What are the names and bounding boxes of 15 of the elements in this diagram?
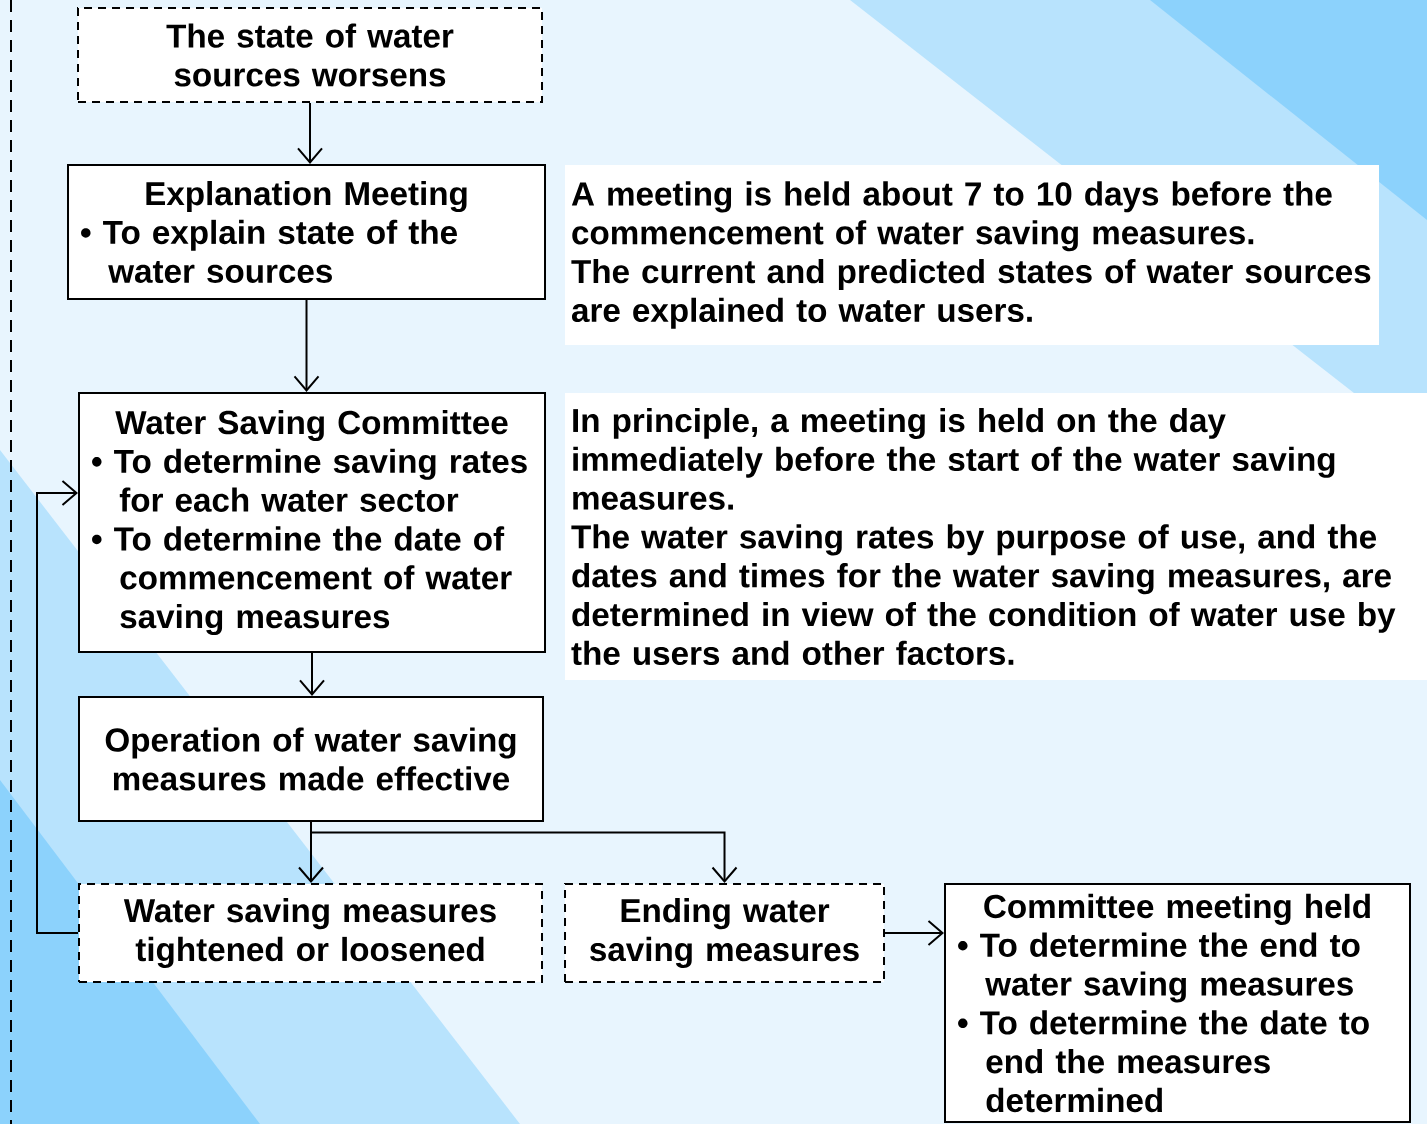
note-box: A meeting is held about 7 to 10 days before the commencement of water saving measures. The current and predicted states of water sources are explained to water users. bbox=[565, 165, 1379, 345]
arrow bbox=[293, 299, 320, 392]
arrow bbox=[310, 821, 738, 883]
process-box: Operation of water saving measures made effective bbox=[78, 696, 544, 822]
process-box: Explanation Meeting • To explain state of the water sources bbox=[67, 164, 546, 300]
process-box: Water Saving Committee • To determine saving rates for each water sector • To determine the date of commencement of water saving measures bbox=[78, 392, 546, 653]
arrow bbox=[884, 920, 944, 946]
arrow bbox=[299, 652, 325, 696]
arrow bbox=[297, 102, 323, 164]
event-box: The state of water sources worsens bbox=[77, 7, 543, 103]
event-box: Water saving measures tightened or loosened bbox=[78, 883, 543, 983]
note-box: In principle, a meeting is held on the day immediately before the start of the water saving measures. The water saving rates by purpose of use, and the dates and times for the water saving measures, are determined in view of the condition of water use by the users and other factors. bbox=[565, 393, 1427, 680]
process-box: Committee meeting held • To determine the end to water saving measures • To determine the date to end the measures determined bbox=[944, 883, 1411, 1123]
event-box: Ending water saving measures bbox=[564, 883, 885, 983]
arrow bbox=[36, 480, 79, 934]
